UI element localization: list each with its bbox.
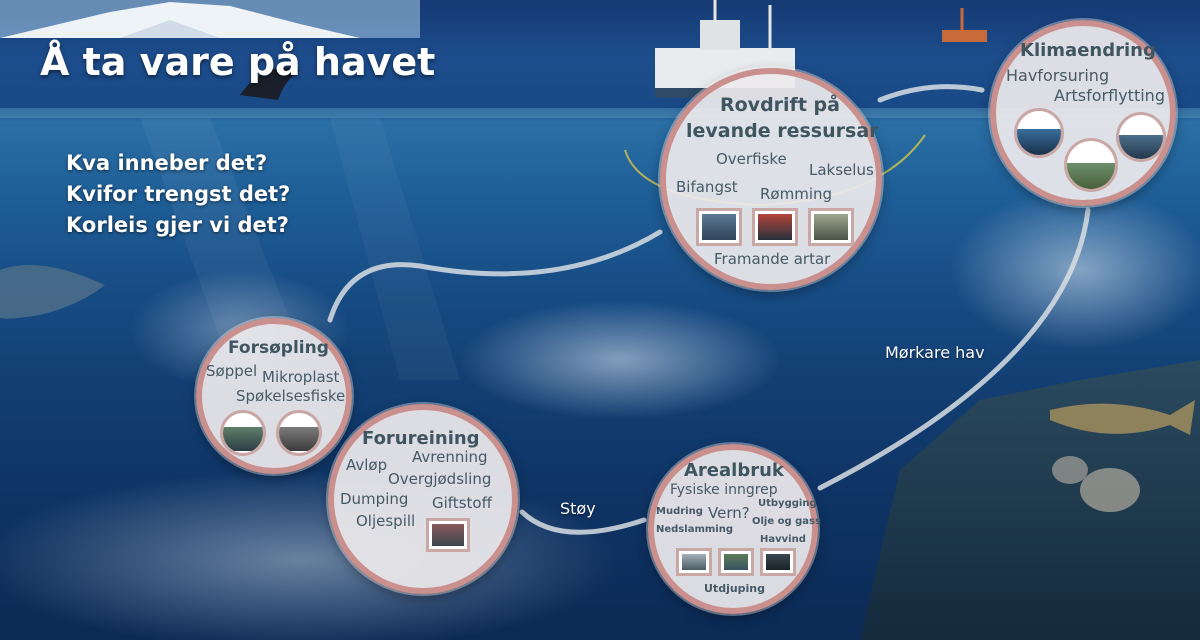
term-mikroplast: Mikroplast (262, 368, 340, 386)
path-rovdrift-klima (877, 84, 985, 103)
question-1: Kva inneber det? (66, 151, 268, 175)
thumbnail-image-content (1017, 129, 1061, 155)
thumbnail-image[interactable] (676, 548, 712, 576)
oil-rig-image (942, 8, 987, 42)
term-avlop: Avløp (346, 456, 388, 474)
thumbnail-image[interactable] (1014, 108, 1064, 158)
thumbnail-image-content (223, 427, 263, 451)
thumbnail-image[interactable] (276, 410, 322, 456)
mountain-image (0, 2, 360, 38)
term-fysiske-inngrep: Fysiske inngrep (670, 482, 778, 498)
term-lakselus: Lakselus (809, 161, 874, 179)
fish-school (460, 300, 780, 420)
coral (1052, 456, 1088, 484)
term-havforsuring: Havforsuring (1006, 66, 1110, 85)
thumbnail-image[interactable] (426, 518, 470, 552)
term-artsforflytting: Artsforflytting (1054, 86, 1165, 105)
path-rovdrift-forsopling (327, 229, 663, 323)
path-lines (327, 84, 1091, 535)
term-mudring: Mudring (656, 506, 703, 517)
thumbnail-image-content (279, 427, 319, 451)
thumbnail-image-content (432, 524, 464, 546)
term-vern: Vern? (708, 504, 750, 522)
question-3: Korleis gjer vi det? (66, 213, 289, 237)
thumbnail-image[interactable] (752, 208, 798, 246)
thumbnail-image-content (758, 214, 792, 240)
topic-title-arealbruk: Arealbruk (684, 460, 784, 481)
topic-title-forsopling: Forsøpling (228, 338, 329, 358)
path-label-noise: Støy (560, 499, 596, 518)
thumbnail-image-content (1119, 135, 1163, 159)
term-bifangst: Bifangst (676, 178, 738, 196)
term-utbygging: Utbygging (758, 498, 817, 509)
thumbnail-image-content (766, 554, 790, 570)
whale-image (0, 265, 105, 319)
term-spokelsesfiske: Spøkelsesfiske (236, 387, 346, 405)
thumbnail-image-content (1067, 163, 1115, 189)
term-utdjuping: Utdjuping (704, 582, 766, 595)
term-dumping: Dumping (340, 490, 409, 508)
path-klima-arealbruk (817, 207, 1091, 491)
topic-title-forureining: Forureining (362, 428, 480, 449)
path-forureining-arealbruk (519, 509, 647, 535)
topic-circle-rovdrift[interactable]: Rovdrift på levande ressursar Overfiske … (660, 68, 882, 290)
thumbnail-image[interactable] (718, 548, 754, 576)
term-giftstoff: Giftstoff (432, 494, 492, 512)
term-romming: Rømming (760, 185, 833, 203)
thumbnail-image[interactable] (1116, 112, 1166, 162)
topic-title-rovdrift-line1: Rovdrift på (720, 94, 840, 116)
term-olje-og-gass: Olje og gass (752, 516, 821, 527)
orca-image (240, 67, 300, 100)
seabed (860, 360, 1200, 640)
mountain-shadow (120, 20, 220, 38)
term-havvind: Havvind (760, 534, 806, 545)
fish-school (950, 190, 1200, 350)
term-framande-artar: Framande artar (714, 250, 831, 268)
waterline (0, 108, 1200, 118)
topic-circle-arealbruk[interactable]: Arealbruk Fysiske inngrep Utbygging Mudr… (648, 444, 821, 614)
topic-circle-klima[interactable]: Klimaendring Havforsuring Artsforflyttin… (990, 20, 1176, 206)
cod-image (1050, 400, 1195, 435)
thumbnail-image[interactable] (1064, 138, 1118, 192)
topic-circle-forureining[interactable]: Forureining Avløp Avrenning Overgjødslin… (328, 404, 518, 594)
term-overgjodsling: Overgjødsling (388, 470, 492, 488)
topic-title-klima: Klimaendring (1020, 40, 1156, 61)
thumbnail-image-content (702, 214, 736, 240)
term-soppel: Søppel (206, 362, 258, 380)
term-avrenning: Avrenning (412, 448, 488, 466)
thumbnail-image-content (724, 554, 748, 570)
term-nedslamming: Nedslamming (656, 524, 733, 535)
thumbnail-image[interactable] (808, 208, 854, 246)
thumbnail-image[interactable] (760, 548, 796, 576)
term-oljespill: Oljespill (356, 512, 416, 530)
fish-school (0, 470, 620, 640)
thumbnail-image-content (682, 554, 706, 570)
coral (1080, 468, 1140, 512)
main-title: Å ta vare på havet (40, 40, 436, 84)
term-overfiske: Overfiske (716, 150, 787, 168)
thumbnail-image[interactable] (696, 208, 742, 246)
topic-circle-forsopling[interactable]: Forsøpling Søppel Mikroplast Spøkelsesfi… (196, 318, 352, 474)
thumbnail-image[interactable] (220, 410, 266, 456)
thumbnail-image-content (814, 214, 848, 240)
path-label-dark-sea: Mørkare hav (885, 343, 985, 362)
light-shaft (330, 118, 460, 380)
topic-title-rovdrift-line2: levande ressursar (686, 120, 879, 142)
question-2: Kvifor trengst det? (66, 182, 291, 206)
